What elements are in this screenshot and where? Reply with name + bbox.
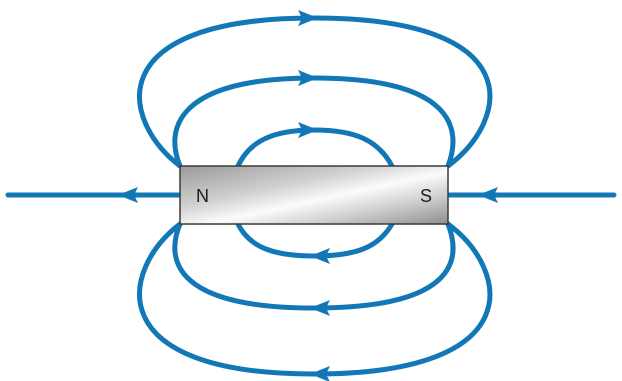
field-line-top-middle bbox=[175, 78, 453, 166]
field-line-top-inner bbox=[238, 130, 392, 166]
field-line-bottom-outer bbox=[140, 224, 490, 374]
field-line-bottom-middle bbox=[175, 224, 453, 308]
bar-magnet bbox=[180, 166, 448, 224]
south-pole-label: S bbox=[420, 186, 432, 206]
north-pole-label: N bbox=[196, 186, 209, 206]
field-line-top-outer bbox=[140, 18, 490, 166]
field-line-bottom-inner bbox=[238, 224, 392, 256]
